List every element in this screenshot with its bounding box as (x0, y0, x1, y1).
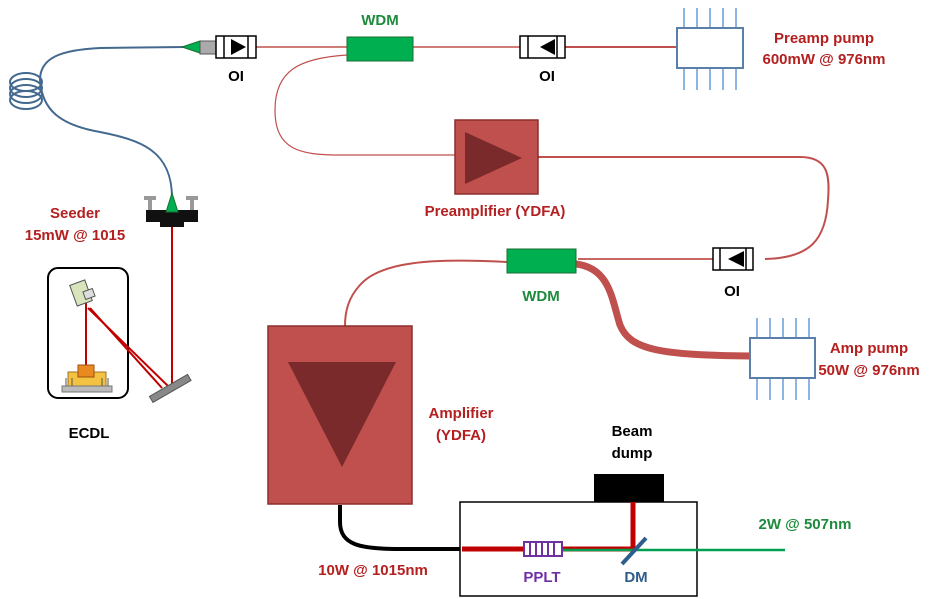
amplifier-spec: (YDFA) (436, 427, 486, 444)
fiber-wdm2-to-amp (344, 259, 508, 327)
laser-beam (85, 226, 173, 389)
fiber-preamp-out (538, 156, 830, 260)
pump-diode-icon (676, 8, 744, 90)
fiber-amp-pump (575, 260, 751, 360)
isolator-icon (712, 247, 754, 271)
fiber-amp-output (338, 505, 462, 551)
laser-diode-icon (69, 279, 96, 307)
amplifier-block (267, 325, 413, 505)
beam-dump-label-2: dump (612, 445, 653, 462)
ecdl-label: ECDL (69, 425, 110, 442)
seed-fiber (38, 46, 186, 199)
wdm-mid-box (506, 248, 577, 274)
coupler-icon (180, 40, 217, 55)
preamplifier-block (454, 119, 539, 195)
pump-diode-icon (749, 318, 816, 400)
output-ir-label: 10W @ 1015nm (318, 562, 428, 579)
coupler-icon (144, 191, 198, 227)
ecdl-box (47, 267, 129, 399)
beam-dump-label: Beam (612, 423, 653, 440)
amplifier-label: Amplifier (428, 405, 493, 422)
isolator-icon (215, 35, 257, 59)
preamp-pump-label: Preamp pump (774, 30, 874, 47)
oi-label-1: OI (228, 68, 244, 85)
mirror-icon (148, 373, 192, 404)
dichroic-mirror (620, 536, 648, 566)
wdm-top-box (346, 36, 414, 62)
wdm-top-label: WDM (361, 12, 399, 29)
amp-pump-label: Amp pump (830, 340, 908, 357)
preamp-pump-spec: 600mW @ 976nm (762, 51, 885, 68)
isolator-icon (519, 35, 566, 59)
preamplifier-label: Preamplifier (YDFA) (425, 203, 566, 220)
laser-beam-diag (87, 307, 169, 387)
wdm-mid-label: WDM (522, 288, 560, 305)
amp-pump-spec: 50W @ 976nm (818, 362, 919, 379)
seeder-label: Seeder (50, 205, 100, 222)
oi-label-3: OI (724, 283, 740, 300)
pplt-crystal (523, 541, 563, 557)
oi-label-2: OI (539, 68, 555, 85)
beam-dump (594, 474, 664, 502)
dm-label: DM (624, 569, 647, 586)
pplt-label: PPLT (523, 569, 560, 586)
output-green-label: 2W @ 507nm (759, 516, 852, 533)
fiber-coil-icon (9, 72, 43, 110)
fiber-wdm-to-preamp (274, 54, 455, 156)
diode-mount (61, 364, 113, 393)
seeder-spec: 15mW @ 1015 (25, 227, 126, 244)
